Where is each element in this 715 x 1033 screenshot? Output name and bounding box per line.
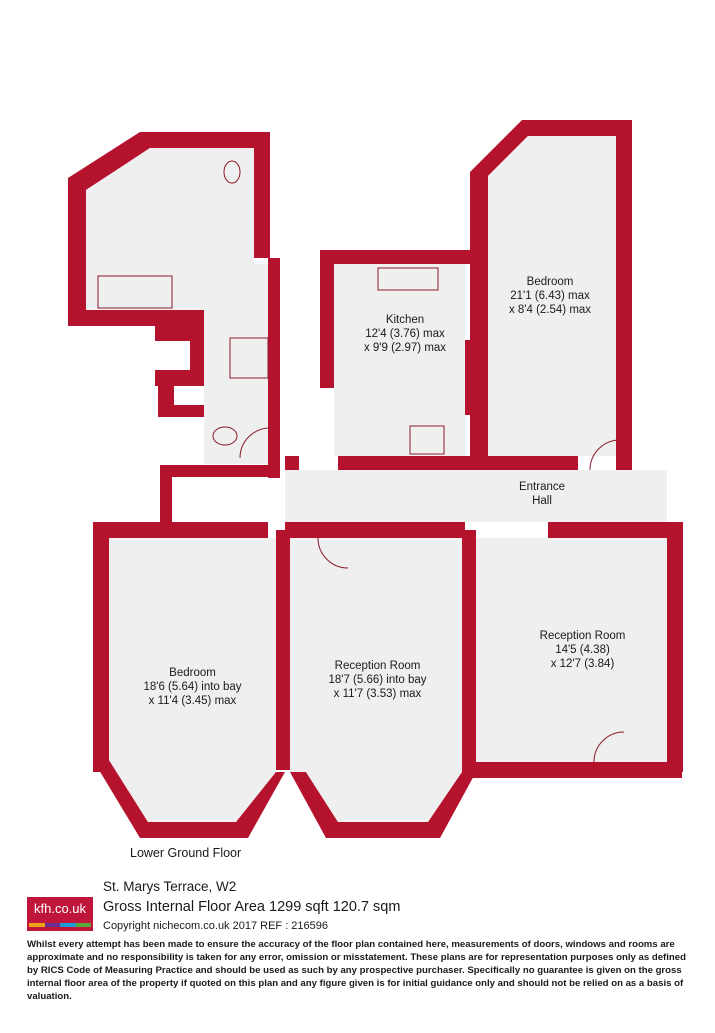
logo-text: kfh.co.uk [33,901,87,916]
room-dimension: x 9'9 (2.97) max [363,342,447,354]
room-dimension: x 11'7 (3.53) max [333,688,422,700]
hob-unit [409,425,445,455]
reception-mid-floor [290,538,462,822]
lower-wall-bottom-right [462,762,682,778]
room-dimension: 18'7 (5.66) into bay [328,674,427,686]
room-dimension: 18'6 (5.64) into bay [143,681,242,693]
room-label-bedroom-left: Bedroom 18'6 (5.64) into bay x 11'4 (3.4… [125,666,260,708]
lower-wall-divider-1 [276,530,290,770]
room-label-entrance-hall: Entrance Hall [507,480,577,508]
toilet [212,426,238,446]
sink-unit [377,267,439,291]
toilet-upper [223,160,241,184]
shower-tray [97,275,173,309]
lower-wall-top-right [548,522,683,538]
room-name: Kitchen [385,314,425,326]
room-name: Reception Room [334,660,421,672]
room-label-reception-mid: Reception Room 18'7 (5.66) into bay x 11… [305,659,450,701]
bedroom-left-floor [109,538,276,822]
entrance-hall-floor [285,470,667,522]
door-swing [239,427,271,459]
kitchen-floor [334,264,465,456]
logo-stripe [60,923,76,927]
room-dimension: Hall [532,495,552,507]
lower-wall-top-left [93,522,268,538]
kitchen-wall [338,456,578,470]
disclaimer: Whilst every attempt has been made to en… [27,939,686,1002]
logo-stripes [29,923,91,927]
room-dimension: 12'4 (3.76) max [365,328,445,340]
logo-stripe [75,923,91,927]
lower-wall-top-mid [285,522,465,538]
kitchen-wall [320,250,480,264]
room-label-kitchen: Kitchen 12'4 (3.76) max x 9'9 (2.97) max [350,313,460,355]
room-dimension: 21'1 (6.43) max [510,290,590,302]
door-swing [317,537,349,569]
wall-segment [155,325,205,341]
bedroom-top-wall [470,120,632,476]
kitchen-wall [320,250,334,378]
lower-wall-left [93,522,109,772]
room-label-reception-right: Reception Room 14'5 (4.38) x 12'7 (3.84) [520,629,645,671]
wall-segment [268,258,280,478]
floor-area: Gross Internal Floor Area 1299 sqft 120.… [103,899,401,915]
logo-stripe [29,923,45,927]
room-name: Reception Room [539,630,626,642]
door-swing [593,731,625,763]
floor-plan [68,120,683,838]
property-address: St. Marys Terrace, W2 [103,879,237,894]
lower-wall-right [667,522,683,772]
reception-right-floor [476,538,667,762]
floor-name: Lower Ground Floor [130,846,242,860]
bedroom-top-floor [488,136,616,456]
copyright-notice: Copyright nichecom.co.uk 2017 REF : 2165… [103,920,329,932]
room-dimension: x 11'4 (3.45) max [148,695,237,707]
wall-segment [160,465,172,525]
fixtures [97,160,625,763]
room-name: Entrance [518,481,566,493]
logo-stripe [44,923,60,927]
room-label-bedroom-top: Bedroom 21'1 (6.43) max x 8'4 (2.54) max [495,275,605,317]
room-dimension: 14'5 (4.38) [555,644,610,656]
floor-fills [86,136,667,822]
room-dimension: x 12'7 (3.84) [550,658,615,670]
shower-cubicle [229,337,269,379]
bay-left [93,760,285,838]
room-dimension: x 8'4 (2.54) max [508,304,592,316]
room-name: Bedroom [169,667,216,679]
brand-logo[interactable]: kfh.co.uk [27,897,93,931]
bay-mid [290,772,476,838]
room-name: Bedroom [526,276,574,288]
door-swing [589,439,621,471]
wall-segment [160,465,280,477]
